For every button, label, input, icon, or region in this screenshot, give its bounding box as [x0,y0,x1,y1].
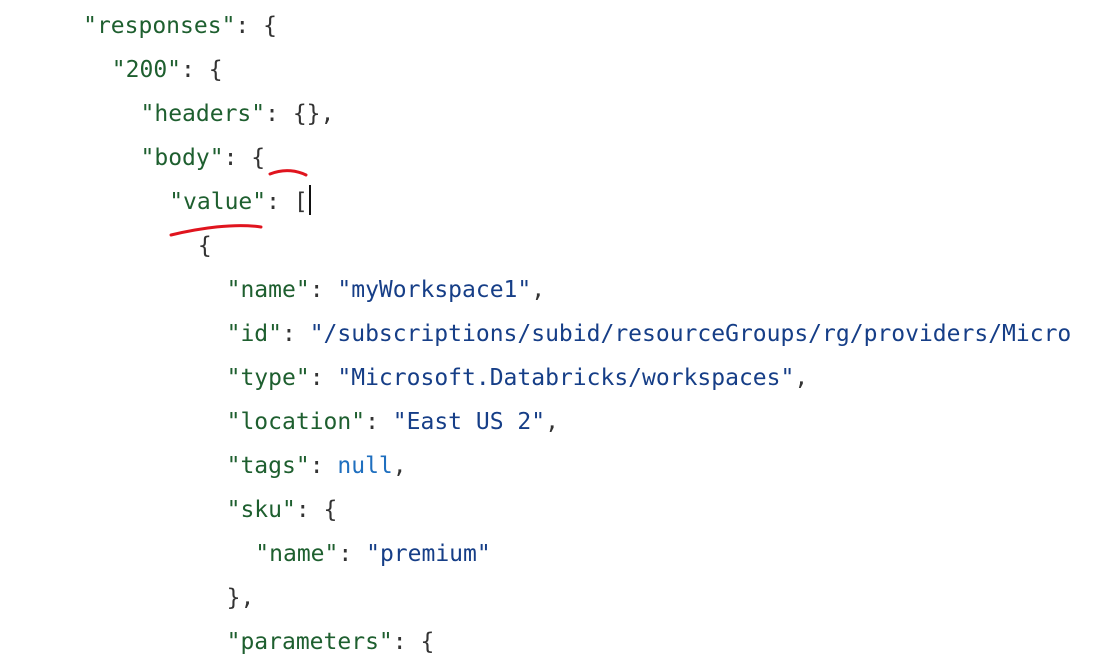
text-cursor [308,185,311,215]
json-punctuation: , [794,365,809,391]
code-line: "name": "premium" [0,532,1112,576]
json-string-value: "/subscriptions/subid/resourceGroups/rg/… [309,321,1072,347]
json-null-value: null [337,453,393,479]
code-line: "sku": { [0,488,1112,532]
json-string-value: "premium" [366,541,491,567]
json-punctuation: : [309,277,338,303]
json-punctuation: , [545,409,559,435]
json-key: "200" [111,57,182,83]
json-key: "responses" [83,13,236,39]
json-punctuation: : { [181,57,223,83]
json-punctuation: , [531,277,546,303]
json-key: "type" [226,365,310,391]
json-key: "body" [140,145,224,171]
json-punctuation: : {}, [265,101,335,127]
code-line: "body": { [0,136,1112,180]
code-line: "id": "/subscriptions/subid/resourceGrou… [0,312,1112,356]
json-key: "tags" [226,453,310,479]
code-line: "responses": { [0,4,1112,48]
code-line: "headers": {}, [0,92,1112,136]
json-string-value: "Microsoft.Databricks/workspaces" [337,365,795,391]
json-punctuation: : [ [266,189,308,215]
json-punctuation: : { [223,145,266,171]
code-line: "200": { [0,48,1112,92]
code-line: "type": "Microsoft.Databricks/workspaces… [0,356,1112,400]
code-line: "location": "East US 2", [0,400,1112,444]
json-punctuation: : [309,365,338,391]
json-string-value: "East US 2" [392,409,546,435]
code-line: "value": [ [0,180,1112,224]
json-key: "id" [226,321,282,347]
json-punctuation: : [365,409,393,435]
json-punctuation: : { [235,13,277,39]
json-key: "headers" [140,101,266,127]
json-punctuation: }, [226,585,255,611]
json-key: "location" [226,409,366,435]
json-key: "name" [226,277,310,303]
json-punctuation: , [392,453,407,479]
json-punctuation: : [309,453,338,479]
code-line: "tags": null, [0,444,1112,488]
json-key: "sku" [226,497,296,523]
json-key: "name" [255,541,339,567]
json-punctuation: : { [295,497,338,523]
json-punctuation: : [281,321,310,347]
code-line: }, [0,576,1112,620]
code-line: { [0,224,1112,268]
code-line: "parameters": { [0,620,1112,664]
json-key: "value" [169,189,267,215]
json-string-value: "myWorkspace1" [337,277,532,303]
json-punctuation: { [197,233,212,259]
json-punctuation: : [338,541,367,567]
code-line: "name": "myWorkspace1", [0,268,1112,312]
